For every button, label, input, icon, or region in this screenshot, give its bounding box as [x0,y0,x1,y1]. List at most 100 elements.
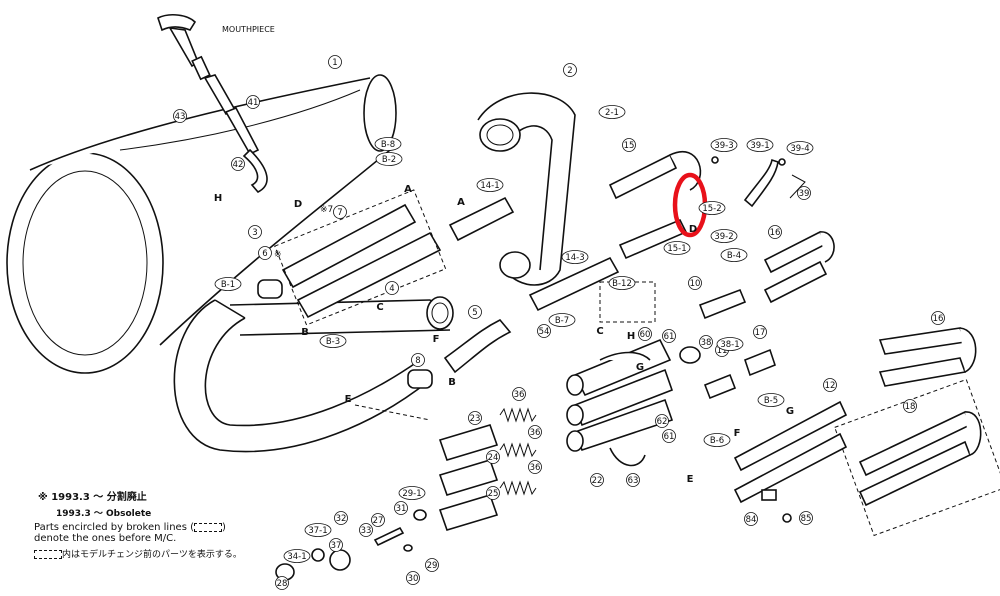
part-callout-circle [662,429,676,443]
part-number-B-3: B-3 [326,337,340,347]
part-callout-circle [638,327,652,341]
part-callout-circle [406,571,420,585]
part-callout-circle [698,201,726,215]
letter-label-H: H [214,193,222,204]
part-callout-circle [561,250,589,264]
part-number-10: 10 [690,279,701,289]
legend: ※ 1993.3 ～ 分割廃止 1993.3 ～ Obsolete Parts … [34,488,294,560]
slide-12 [733,400,848,504]
part-number-15: 15 [624,141,635,151]
part-number-34-1: 34-1 [287,552,306,562]
part-number-5: 5 [472,308,477,318]
letter-label-G: G [786,406,794,417]
part-callout-circle [173,109,187,123]
part-callout-circle [744,512,758,526]
part-callout-circle [359,523,373,537]
letter-label-A: A [404,184,412,195]
part-number-28: 28 [277,579,288,589]
part-callout-circle [468,305,482,319]
part-number-2-1: 2-1 [605,108,619,118]
part-number-38-1: 38-1 [720,340,739,350]
part-callout-circle [903,399,917,413]
pistons [438,424,499,531]
part-number-1: 1 [332,58,337,68]
part-number-25: 25 [488,489,499,499]
part-callout-circle [931,311,945,325]
part-number-7: 7 [337,208,342,218]
letter-label-E: E [687,474,694,485]
part-callout-circle [283,549,311,563]
part-number-16: 16 [933,314,944,324]
part-number-4: 4 [389,284,394,294]
mouthpiece-assembly [157,13,268,193]
part-callout-circle [655,414,669,428]
part-callout-circle [231,157,245,171]
part-number-62: 62 [657,417,668,427]
part-number-labels: 122-134567810111214-114-31515-115-216161… [173,55,945,590]
part-number-11: 11 [717,346,728,356]
part-number-30: 30 [408,574,419,584]
part-number-23: 23 [470,414,481,424]
letter-label-A: A [457,197,465,208]
part-number-39-3: 39-3 [714,141,733,151]
part-number-61: 61 [664,332,675,342]
part-callout-circle [468,411,482,425]
part-number-85: 85 [801,514,812,524]
letter-label-E: E [345,394,352,405]
part-callout-circle [710,138,738,152]
part-callout-circle [425,558,439,572]
part-callout-circle [258,246,272,260]
part-number-27: 27 [373,516,384,526]
part-callout-circle [537,324,551,338]
part-number-41: 41 [248,98,259,108]
tube-5 [443,319,512,374]
springs [499,407,537,496]
part-number-15-2: 15-2 [702,204,721,214]
part-number-15-1: 15-1 [667,244,686,254]
legend-line-1: ※ 1993.3 ～ 分割廃止 [38,492,147,503]
part-number-2: 2 [567,66,572,76]
lower-u-tube [173,299,451,453]
dashed-groups [354,281,656,421]
part-number-22: 22 [592,476,603,486]
part-callout-circle [304,523,332,537]
part-number-24: 24 [488,453,499,463]
part-callout-circle [528,425,542,439]
ferrule-8 [407,369,433,389]
legend-line-2: 1993.3 ～ Obsolete [56,509,152,519]
part-callout-circle [662,329,676,343]
part-number-B-1: B-1 [221,280,235,290]
lever-39 [711,156,806,208]
part-callout-circle [598,105,626,119]
part-callout-circle [512,387,526,401]
letter-label-D: D [689,224,697,235]
part-number-31: 31 [396,504,407,514]
letter-label-H: H [627,331,635,342]
part-callout-circle [374,137,402,151]
part-callout-circle [563,63,577,77]
legend-line-3-end: ) [222,522,226,533]
part-number-32: 32 [336,514,347,524]
part-callout-circle [476,178,504,192]
part-callout-circle [275,576,289,590]
part-callout-circle [622,138,636,152]
part-callout-circle [394,501,408,515]
part-callout-circle [214,277,242,291]
valve-cluster [566,338,674,467]
letter-label-B: B [301,327,309,338]
part-callout-circle [248,225,262,239]
part-number-37-1: 37-1 [308,526,327,536]
part-callout-circle [799,511,813,525]
part-number-54: 54 [539,327,550,337]
part-callout-circle [786,141,814,155]
part-number-39-1: 39-1 [750,141,769,151]
slide-16-lower [878,327,977,387]
part-number-B-2: B-2 [382,155,396,165]
part-callout-circle [486,486,500,500]
part-number-12: 12 [825,381,836,391]
letter-label-F: F [734,428,741,439]
part-number-60: 60 [640,330,651,340]
part-callout-circle [375,152,403,166]
part-number-14-3: 14-3 [565,253,584,263]
asterisk-7-label: ※7 [320,205,333,215]
